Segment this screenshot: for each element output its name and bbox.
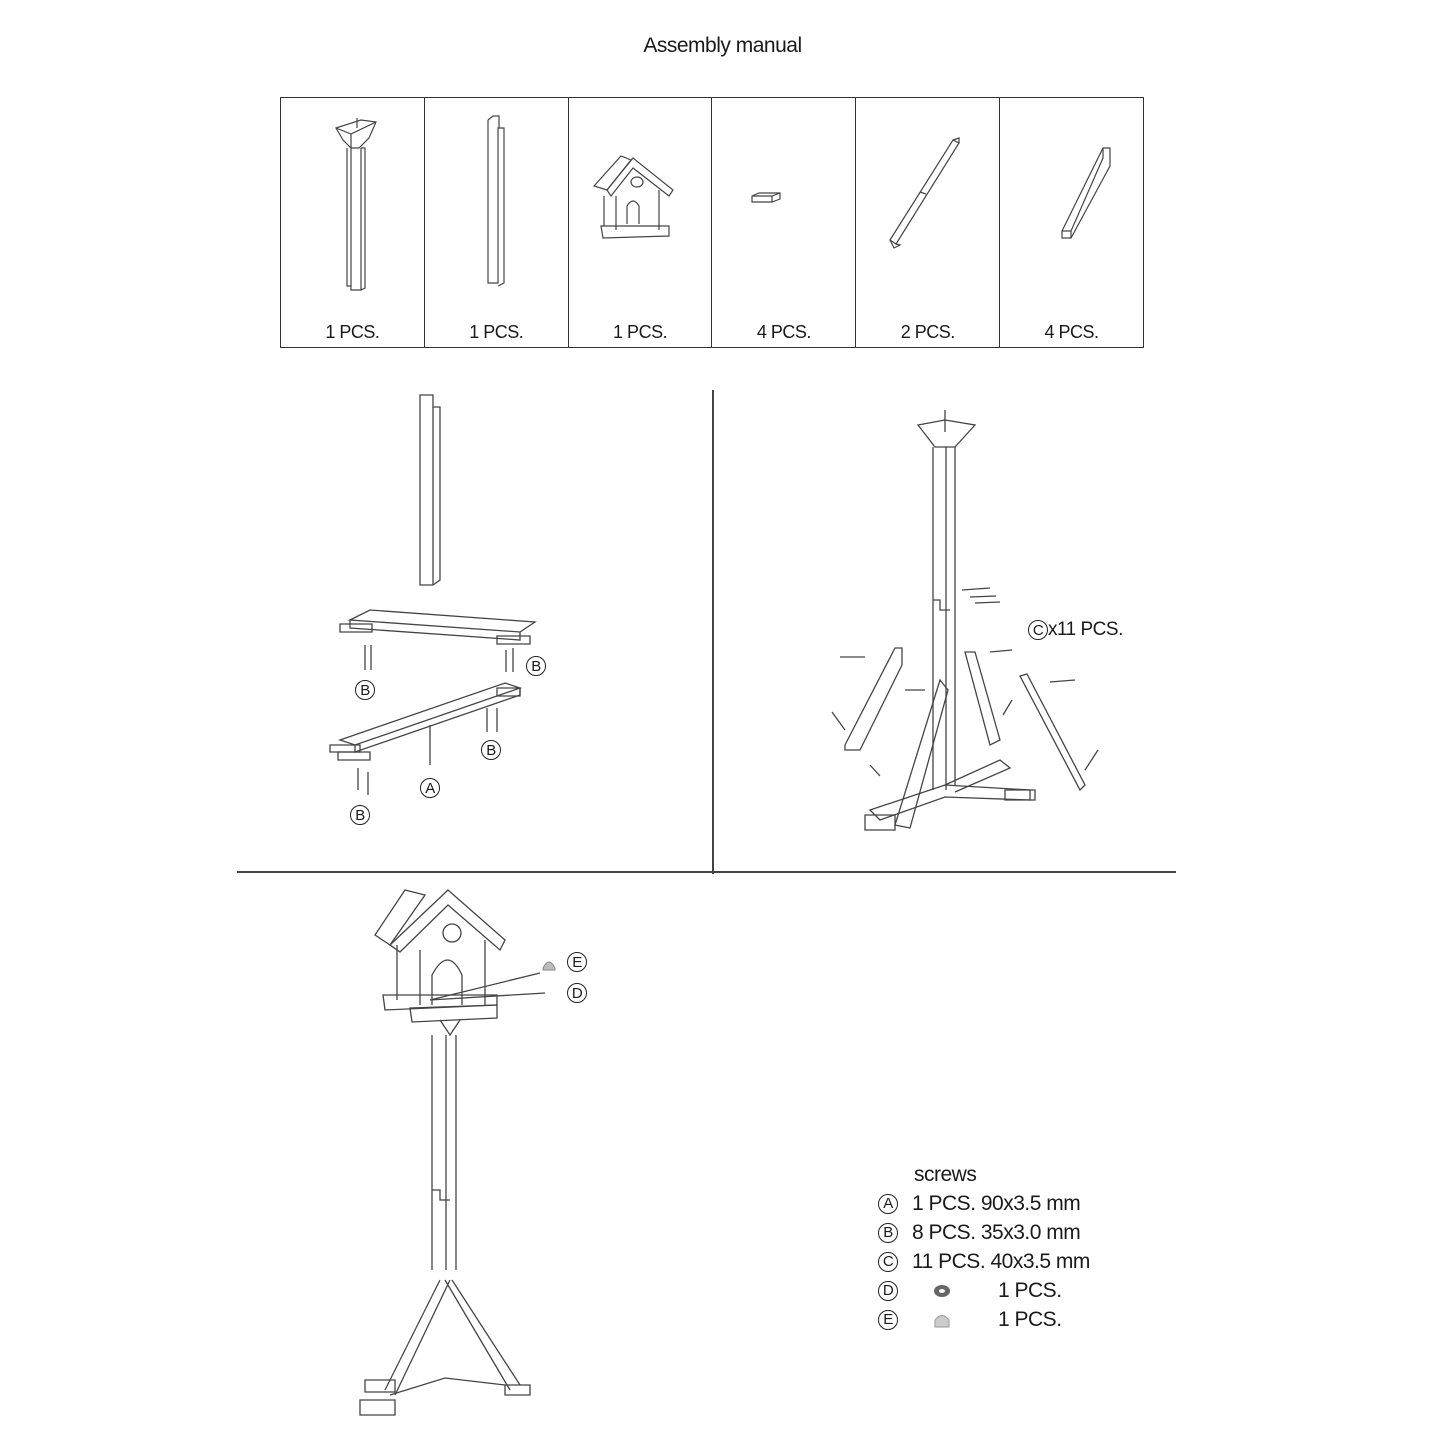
part-quantity: 1 PCS. (613, 322, 668, 342)
part-quantity: 2 PCS. (900, 322, 956, 342)
part-quantity: 4 PCS. (1044, 322, 1100, 342)
callout-b-2: B (526, 656, 546, 676)
callout-d: D (567, 983, 587, 1003)
callout-a: A (420, 778, 440, 798)
legend-header: screws (914, 1163, 977, 1186)
diagonal-brace-icon (1061, 147, 1111, 239)
foot-block-icon (751, 192, 782, 203)
callout-b-1: B (355, 680, 375, 700)
section-divider-horizontal (237, 871, 1176, 873)
part-quantity: 1 PCS. (325, 322, 380, 342)
post-with-bracket-icon (335, 118, 377, 291)
legend-row-d: D 1 PCS. (878, 1276, 1090, 1305)
cap-nut-icon (542, 961, 556, 971)
callout-b-3: B (481, 740, 501, 760)
legend-row-e: E 1 PCS. (878, 1305, 1090, 1334)
cross-beam-icon (889, 137, 961, 249)
parts-table: 1 PCS. 1 PCS. 1 PCS. 4 PCS. (280, 97, 1144, 348)
callout-e: E (567, 952, 587, 972)
screws-legend: screws A 1 PCS. 90x3.5 mm B 8 PCS. 35x3.… (878, 1163, 1090, 1334)
part-cell-post-with-bracket: 1 PCS. (281, 98, 425, 347)
callout-c-quantity: C x11 PCS. (1028, 619, 1123, 641)
legend-row-b: B 8 PCS. 35x3.0 mm (878, 1218, 1090, 1247)
part-quantity: 1 PCS. (469, 322, 524, 342)
part-cell-foot-block: 4 PCS. (712, 98, 857, 347)
washer-icon (912, 1283, 972, 1299)
callout-b-4: B (350, 805, 370, 825)
part-cell-cross-beam: 2 PCS. (856, 98, 1001, 347)
lower-post-icon (487, 115, 505, 287)
page-title: Assembly manual (643, 34, 802, 57)
cap-nut-icon (912, 1311, 972, 1329)
bird-house-icon (592, 155, 674, 239)
legend-row-a: A 1 PCS. 90x3.5 mm (878, 1189, 1090, 1218)
part-quantity: 4 PCS. (756, 322, 812, 342)
part-cell-diagonal-brace: 4 PCS. (1000, 98, 1143, 347)
part-cell-bird-house: 1 PCS. (569, 98, 713, 347)
legend-row-c: C 11 PCS. 40x3.5 mm (878, 1247, 1090, 1276)
section-divider-vertical (712, 390, 714, 874)
part-cell-lower-post: 1 PCS. (425, 98, 569, 347)
